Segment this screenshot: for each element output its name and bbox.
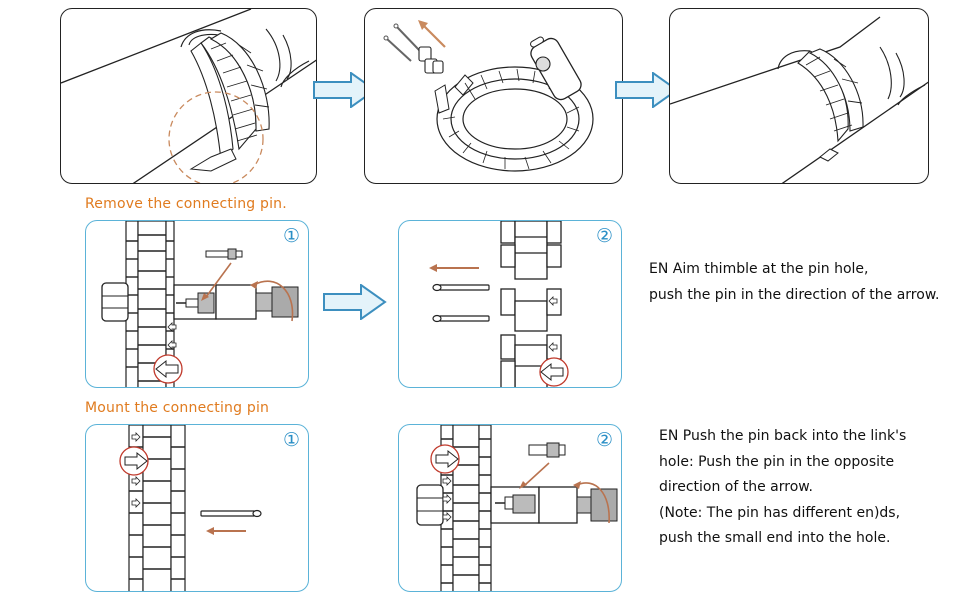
mount-instructions: EN Push the pin back into the link's hol… [659,424,906,552]
remove-instructions: EN Aim thimble at the pin hole, push the… [649,257,939,308]
remove-section-title: Remove the connecting pin. [85,196,287,212]
flow-arrow-3 [323,284,387,320]
overview-panel-resized-band [669,8,929,184]
overview-panel-removed-links [364,8,623,184]
pin-insertion-illustration [119,425,262,591]
band-with-removed-links-illustration [383,20,594,172]
instruction-line: (Note: The pin has different en)ds, [659,504,901,521]
instruction-line: push the pin in the direction of the arr… [649,286,940,303]
remove-step-1-panel: ① [85,220,309,388]
right-arrow-icon [124,451,148,471]
instruction-line: EN Aim thimble at the pin hole, [649,261,869,277]
right-arrow-icon [435,449,459,469]
left-arrow-icon [540,362,564,382]
overview-panel-wearing-band [60,8,317,184]
step-number-badge: ① [282,429,300,451]
step-number-badge: ② [595,429,613,451]
mount-section-title: Mount the connecting pin [85,400,270,416]
mount-step-1-panel: ① [85,424,309,592]
left-arrow-icon [155,359,179,379]
right-arrow-icon [442,476,452,522]
wrist-with-band-illustration [61,9,316,183]
pin-removal-tool-illustration [101,221,299,387]
instruction-line: EN Push the pin back into the link's [659,428,907,444]
right-arrow-icon [323,284,387,320]
step-number-badge: ② [595,225,613,247]
pins-pushed-out-illustration [429,221,569,387]
instruction-line: hole: Push the pin in the opposite [659,453,895,470]
right-arrow-icon [313,72,377,108]
step-number-badge: ① [282,225,300,247]
mount-step-2-panel: ② [398,424,622,592]
instruction-line: push the small end into the hole. [659,530,891,546]
left-arrow-icon [548,296,558,352]
right-arrow-icon [615,72,679,108]
pin-press-tool-illustration [416,425,618,591]
flow-arrow-2 [615,72,679,108]
right-arrow-icon [131,432,141,508]
wrist-with-resized-band-illustration [670,16,928,183]
flow-arrow-1 [313,72,377,108]
remove-step-2-panel: ② [398,220,622,388]
highlight-dashed-circle [168,91,264,183]
instruction-line: direction of the arrow. [659,479,813,495]
